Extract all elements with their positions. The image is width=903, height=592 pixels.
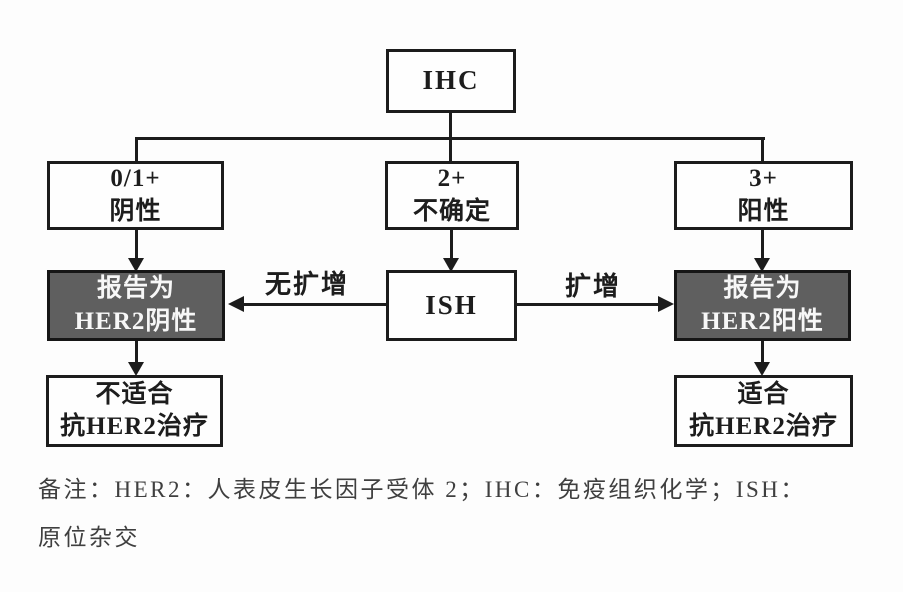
arrow-ish-to-positive: [517, 303, 659, 306]
connector-branch-to-score3: [761, 138, 764, 162]
arrow-score01-to-negative: [135, 229, 138, 260]
node-ish-label: ISH: [425, 289, 478, 320]
arrow-positive-to-suitable: [761, 340, 764, 365]
arrowhead-left-icon: [228, 296, 244, 312]
node-score-0-1-negative: 0/1+ 阴性: [47, 161, 224, 230]
node-score-2-line2: 不确定: [412, 197, 491, 225]
node-ihc: IHC: [386, 49, 516, 113]
connector-ihc-to-branch: [449, 112, 452, 139]
arrowhead-right-icon: [658, 296, 674, 312]
arrow-ish-to-negative: [242, 303, 386, 306]
arrowhead-down-icon: [754, 362, 770, 376]
node-report-negative-line2: HER2阴性: [74, 307, 198, 335]
arrowhead-down-icon: [443, 258, 459, 272]
arrow-score2-to-ish: [450, 229, 453, 260]
node-report-positive-line1: 报告为: [723, 275, 802, 302]
node-report-her2-negative: 报告为 HER2阴性: [47, 270, 225, 341]
connector-branch-to-score2: [449, 138, 452, 162]
footnote: 备注：HER2：人表皮生长因子受体 2；IHC：免疫组织化学；ISH： 原位杂交: [38, 466, 883, 562]
node-ish: ISH: [386, 270, 517, 341]
arrowhead-down-icon: [128, 258, 144, 272]
node-score-3-positive: 3+ 阳性: [674, 161, 853, 230]
arrow-score3-to-positive: [761, 229, 764, 260]
node-suitable-anti-her2: 适合 抗HER2治疗: [674, 375, 853, 447]
node-score-0-1-line1: 0/1+: [110, 165, 161, 192]
node-not-suitable-anti-her2: 不适合 抗HER2治疗: [46, 375, 223, 447]
node-report-her2-positive: 报告为 HER2阳性: [674, 270, 851, 341]
node-score-0-1-line2: 阴性: [109, 197, 162, 225]
node-report-positive-line2: HER2阳性: [701, 307, 824, 335]
node-score-2-equivocal: 2+ 不确定: [385, 161, 519, 230]
footnote-line2: 原位杂交: [38, 525, 140, 550]
node-ihc-label: IHC: [422, 65, 480, 96]
edge-label-no-amplification: 无扩增: [264, 270, 349, 299]
arrowhead-down-icon: [128, 362, 144, 376]
edge-label-amplification: 扩增: [564, 272, 621, 301]
node-score-2-line1: 2+: [437, 165, 467, 192]
node-suitable-line1: 适合: [737, 380, 790, 408]
node-not-suitable-line2: 抗HER2治疗: [60, 413, 209, 440]
node-not-suitable-line1: 不适合: [95, 380, 174, 408]
node-score-3-line1: 3+: [749, 165, 778, 192]
connector-branch-to-score01: [135, 138, 138, 162]
node-suitable-line2: 抗HER2治疗: [689, 413, 838, 440]
arrow-negative-to-notsuitable: [135, 340, 138, 365]
node-report-negative-line1: 报告为: [96, 275, 175, 302]
arrowhead-down-icon: [754, 258, 770, 272]
footnote-line1: 备注：HER2：人表皮生长因子受体 2；IHC：免疫组织化学；ISH：: [38, 477, 806, 502]
node-score-3-line2: 阳性: [737, 197, 790, 225]
